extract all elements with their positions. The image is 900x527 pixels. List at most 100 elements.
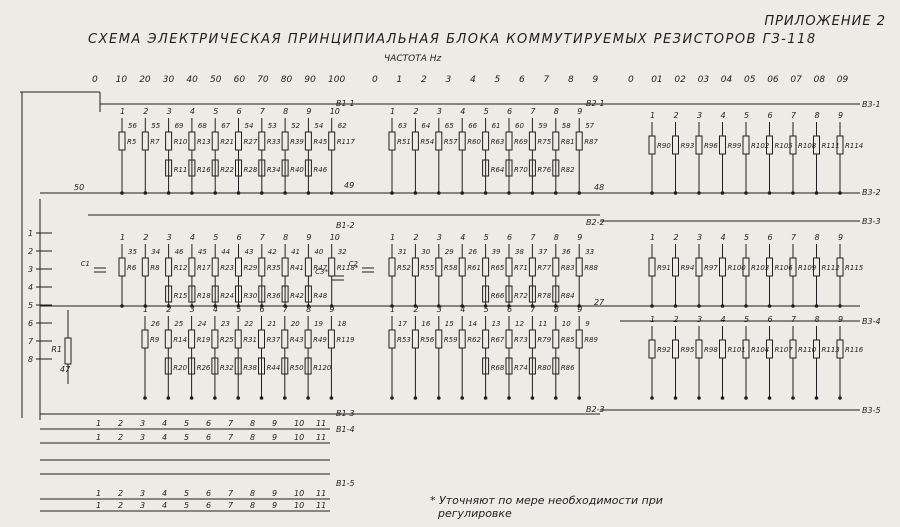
resistor xyxy=(281,329,289,349)
junction-dot xyxy=(166,396,171,400)
value-label: 29 xyxy=(445,248,454,256)
resistor xyxy=(552,357,560,375)
junction-dot xyxy=(507,191,511,195)
value-label: 40 xyxy=(314,248,323,256)
value-label: 22 xyxy=(244,320,253,328)
contact-number: 1 xyxy=(96,489,101,498)
value-label: 36 xyxy=(562,248,571,256)
resistor-label: R87 xyxy=(584,138,598,146)
resistor-label: R27 xyxy=(244,138,258,146)
resistor-label: R110 xyxy=(798,346,817,354)
resistor-label: R97 xyxy=(704,264,718,272)
resistor-label: R85 xyxy=(561,336,575,344)
resistor-label: R62 xyxy=(467,336,481,344)
contact-number: 2 xyxy=(413,233,418,242)
value-label: 68 xyxy=(198,122,207,130)
resistor-label: R58 xyxy=(444,264,458,272)
resistor-label: R99 xyxy=(728,142,742,150)
resistor xyxy=(435,257,443,277)
resistor xyxy=(281,285,289,303)
contact-number: 4 xyxy=(213,305,218,314)
resistor xyxy=(575,257,583,277)
junction-dot xyxy=(767,191,772,195)
junction-dot xyxy=(260,191,264,195)
junction-dot xyxy=(120,304,124,308)
junction-dot xyxy=(720,396,725,400)
resistor-label: R61 xyxy=(467,264,481,272)
junction-dot xyxy=(838,191,842,195)
value-label: 44 xyxy=(221,248,230,256)
frequency-tick-label: 90 xyxy=(304,75,316,85)
resistor-label: R71 xyxy=(514,264,528,272)
contact-number: 6 xyxy=(206,419,211,428)
terminal-label: 2 xyxy=(28,247,33,256)
resistor xyxy=(648,257,656,277)
contact-number: 5 xyxy=(213,233,218,242)
contact-number: 6 xyxy=(768,233,773,242)
junction-dot xyxy=(697,304,701,308)
contact-number: 5 xyxy=(484,107,489,116)
value-label: 10 xyxy=(562,320,571,328)
contact-number: 1 xyxy=(120,233,125,242)
contact-number: 4 xyxy=(190,107,195,116)
contact-number: 6 xyxy=(206,501,211,510)
contact-number: 2 xyxy=(674,233,679,242)
switch-label: В1-5 xyxy=(336,479,355,488)
resistor xyxy=(552,257,560,277)
contact-number: 7 xyxy=(228,489,234,498)
resistor xyxy=(328,131,336,151)
resistor-label: R102 xyxy=(751,142,770,150)
node-label: 27 xyxy=(594,298,605,307)
value-label: 19 xyxy=(314,320,323,328)
resistor-label: R53 xyxy=(397,336,411,344)
terminal-label: 8 xyxy=(28,355,33,364)
footnote-line-1: * Уточняют по мере необходимости при xyxy=(430,494,663,507)
junction-dot xyxy=(814,396,819,400)
resistor-label: R1 xyxy=(51,345,62,354)
value-label: 46 xyxy=(175,248,184,256)
resistor xyxy=(235,131,242,151)
contact-number: 5 xyxy=(744,111,749,120)
contact-number: 10 xyxy=(294,501,304,510)
junction-dot xyxy=(720,304,725,308)
resistor-label: R103 xyxy=(751,264,769,272)
contact-number: 8 xyxy=(815,111,820,120)
junction-dot xyxy=(530,396,535,400)
resistor-label: R117 xyxy=(337,138,356,146)
contact-number: 7 xyxy=(260,107,266,116)
junction-dot xyxy=(283,304,287,308)
resistor-label: R70 xyxy=(514,166,528,174)
resistor-label: R77 xyxy=(537,264,551,272)
value-label: 9 xyxy=(585,320,590,328)
contact-number: 1 xyxy=(650,315,655,324)
value-label: 69 xyxy=(175,122,184,130)
resistor xyxy=(165,131,173,151)
frequency-tick-label: 05 xyxy=(744,75,756,85)
resistor-label: R80 xyxy=(537,364,551,372)
contact-number: 7 xyxy=(791,233,797,242)
resistor xyxy=(458,329,466,349)
contact-number: 9 xyxy=(577,305,582,314)
contact-number: 4 xyxy=(162,419,167,428)
junction-dot xyxy=(390,396,394,400)
resistor-label: R6 xyxy=(127,264,137,272)
resistor xyxy=(411,329,419,349)
junction-dot xyxy=(483,304,488,308)
resistor xyxy=(482,357,490,375)
contact-number: 1 xyxy=(96,419,101,428)
contact-number: 2 xyxy=(413,107,418,116)
node-label: 49 xyxy=(344,181,354,190)
resistor xyxy=(695,135,703,155)
contact-number: 3 xyxy=(697,315,702,324)
resistor xyxy=(672,339,679,359)
contact-number: 3 xyxy=(437,233,442,242)
junction-dot xyxy=(283,191,287,195)
contact-number: 10 xyxy=(294,433,304,442)
junction-dot xyxy=(437,191,441,195)
resistor xyxy=(505,329,513,349)
value-label: 15 xyxy=(445,320,454,328)
resistor xyxy=(234,329,242,349)
value-label: 13 xyxy=(492,320,501,328)
junction-dot xyxy=(814,191,819,195)
